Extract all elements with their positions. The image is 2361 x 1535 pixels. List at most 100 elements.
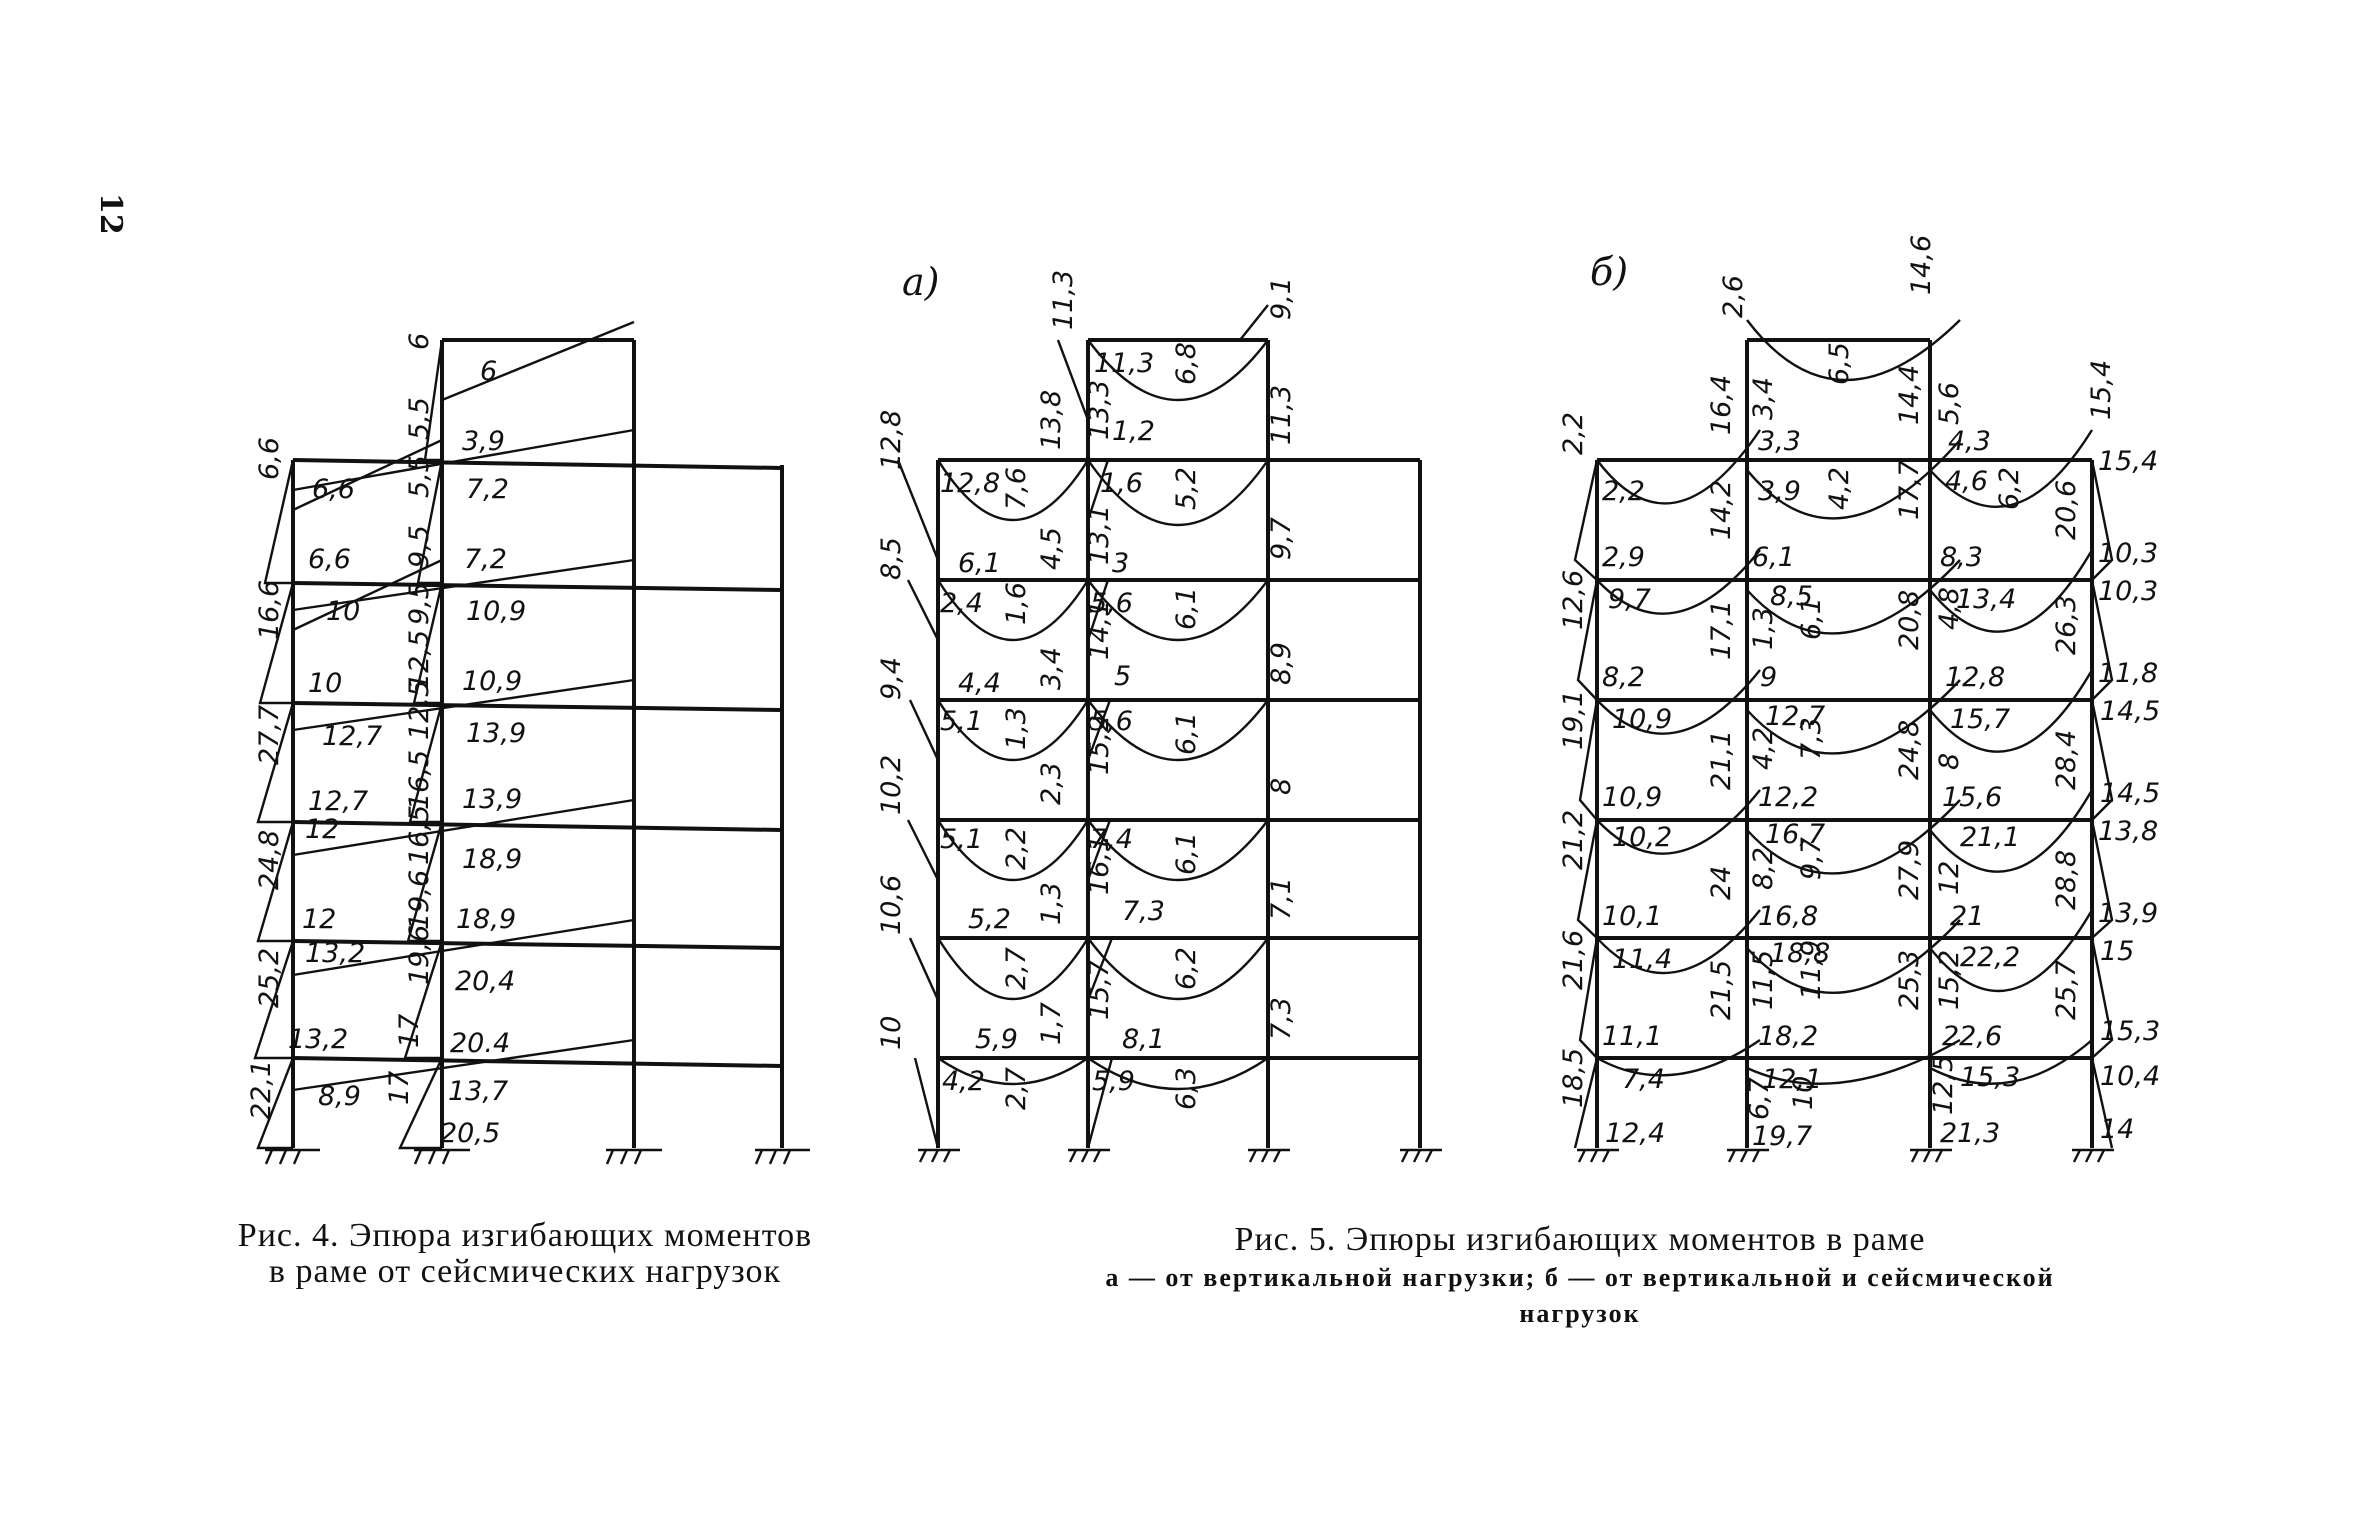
fig5a-label: 7,3 bbox=[1266, 997, 1297, 1040]
fig5b-label: 4,3 bbox=[1948, 426, 1991, 457]
fig5a-labels: 11,3 9,1 11,3 6,8 12,8 13,8 13,3 1,2 11,… bbox=[876, 270, 1297, 1110]
fig5b-label: 9,7 bbox=[1608, 584, 1651, 615]
fig4-label: 7,2 bbox=[466, 474, 509, 505]
panel-a-label: а) bbox=[902, 260, 939, 304]
fig4-label: 20,4 bbox=[455, 966, 515, 997]
fig4-label: 25,2 bbox=[254, 948, 285, 1008]
fig4-label: 9,5 bbox=[404, 525, 435, 568]
fig4-label: 18,9 bbox=[456, 904, 516, 935]
fig5a-label: 10,2 bbox=[876, 755, 907, 815]
fig4-label: 10 bbox=[308, 668, 342, 699]
fig5a-label: 7,4 bbox=[1090, 824, 1133, 855]
fig5b-label: 8 bbox=[1934, 753, 1965, 770]
fig5b-label: 12,1 bbox=[1762, 1064, 1822, 1095]
fig5b-label: 28,4 bbox=[2051, 730, 2082, 790]
fig5b-label: 19,7 bbox=[1752, 1121, 1812, 1152]
fig5b-label: 14 bbox=[2100, 1114, 2134, 1145]
fig5b-label: 2,9 bbox=[1602, 542, 1645, 573]
fig5a-label: 5,6 bbox=[1090, 588, 1133, 619]
fig4-moment-epure bbox=[253, 320, 635, 1150]
fig5b-label: 3,9 bbox=[1758, 476, 1801, 507]
fig4-label: 6,6 bbox=[312, 474, 355, 505]
fig5a-label: 6,1 bbox=[1171, 832, 1202, 875]
fig5b-label: 12,2 bbox=[1758, 782, 1818, 813]
fig4-caption-line1: Рис. 4. Эпюра изгибающих моментов bbox=[237, 1217, 813, 1254]
fig5b-label: 10,3 bbox=[2098, 576, 2158, 607]
fig5b-label: 21,1 bbox=[1960, 822, 2020, 853]
fig5a-label: 1,3 bbox=[1036, 882, 1067, 925]
fig5a-label: 13,1 bbox=[1084, 505, 1115, 565]
fig5b-label: 2,6 bbox=[1718, 275, 1749, 318]
fig5a-label: 10 bbox=[876, 1016, 907, 1050]
fig4-label: 13,2 bbox=[288, 1024, 348, 1055]
fig4-label: 13,9 bbox=[462, 784, 522, 815]
fig5a-label: 7,6 bbox=[1001, 467, 1032, 510]
fig5b-label: 21,3 bbox=[1940, 1118, 2000, 1149]
fig5b-label: 13,4 bbox=[1956, 584, 2016, 615]
fig4-label: 18,9 bbox=[462, 844, 522, 875]
fig5b-label: 15,2 bbox=[1934, 950, 1965, 1010]
fig4-label: 17 bbox=[394, 1014, 425, 1048]
fig5b-label: 6,5 bbox=[1824, 342, 1855, 385]
fig5b-label: 21,2 bbox=[1558, 810, 1589, 870]
fig5a-label: 15,7 bbox=[1084, 960, 1115, 1020]
fig4-label: 10 bbox=[326, 596, 360, 627]
fig5a-label: 5,9 bbox=[975, 1024, 1018, 1055]
fig5b-label: 5,6 bbox=[1934, 382, 1965, 425]
fig5b-label: 12,8 bbox=[1945, 662, 2005, 693]
fig4-supports bbox=[264, 1148, 810, 1165]
fig5a-moment-epure bbox=[896, 304, 1269, 1149]
fig5a-label: 12,8 bbox=[940, 468, 1000, 499]
fig5a-label: 4,5 bbox=[1036, 527, 1067, 570]
fig5a-label: 5,6 bbox=[1090, 706, 1133, 737]
fig5b-frame bbox=[1595, 338, 2094, 1148]
fig5a-label: 12,8 bbox=[876, 410, 907, 470]
fig4-label: 7,2 bbox=[464, 544, 507, 575]
fig5b-label: 15,6 bbox=[1942, 782, 2002, 813]
fig5a-label: 1,7 bbox=[1036, 1002, 1067, 1045]
fig4-label: 12,7 bbox=[308, 786, 368, 817]
fig5a-label: 9,7 bbox=[1266, 517, 1297, 560]
fig5b-label: 14,6 bbox=[1906, 235, 1937, 295]
fig5a-label: 5,9 bbox=[1092, 1066, 1135, 1097]
fig5a-label: 5 bbox=[1114, 661, 1131, 692]
fig4-labels: 6 6 5,5 3,9 6,6 6,6 5,5 7,2 6,6 9,5 7,2 … bbox=[246, 333, 526, 1149]
fig5a-supports bbox=[918, 1148, 1442, 1163]
fig5b-label: 11,4 bbox=[1612, 944, 1672, 975]
fig5-caption: Рис. 5. Эпюры изгибающих моментов в раме… bbox=[1085, 1222, 2075, 1332]
fig5b-label: 9 bbox=[1760, 662, 1777, 693]
fig5a-label: 2,4 bbox=[940, 588, 983, 619]
fig5a-label: 1,6 bbox=[1001, 582, 1032, 625]
fig4-label: 5,5 bbox=[404, 397, 435, 440]
fig5b-label: 6,1 bbox=[1796, 597, 1827, 640]
fig5b-label: 24 bbox=[1706, 866, 1737, 900]
fig5a-label: 11,3 bbox=[1094, 348, 1154, 379]
fig5b-label: 20,8 bbox=[1894, 590, 1925, 650]
fig4-label: 24,8 bbox=[254, 830, 285, 890]
fig5a-label: 2,7 bbox=[1001, 947, 1032, 990]
fig5b-labels: 2,6 14,6 6,5 16,4 3,4 3,3 14,4 5,6 4,3 1… bbox=[1558, 235, 2160, 1152]
fig5b-supports bbox=[1577, 1148, 2114, 1163]
fig5a-label: 8,1 bbox=[1122, 1024, 1165, 1055]
fig5a-label: 8 bbox=[1266, 778, 1297, 795]
fig5a-label: 11,3 bbox=[1266, 385, 1297, 445]
fig5b-label: 11,9 bbox=[1796, 940, 1827, 1000]
fig5b-label: 14,2 bbox=[1706, 480, 1737, 540]
fig4-label: 13,9 bbox=[466, 718, 526, 749]
fig5a-label: 7,1 bbox=[1266, 877, 1297, 920]
fig5b-label: 11,5 bbox=[1748, 950, 1779, 1010]
fig5b-label: 10,1 bbox=[1602, 901, 1662, 932]
fig5b-label: 15,4 bbox=[2098, 446, 2158, 477]
fig5b-label: 22,6 bbox=[1942, 1021, 2002, 1052]
fig4-label: 5,5 bbox=[404, 455, 435, 498]
fig4-label: 22,1 bbox=[246, 1060, 277, 1120]
fig5a-label: 2,2 bbox=[1001, 827, 1032, 870]
fig5a-label: 1,6 bbox=[1100, 468, 1143, 499]
fig5a-label: 9,4 bbox=[876, 657, 907, 700]
fig5b-label: 15,4 bbox=[2086, 360, 2117, 420]
fig5b-label: 12 bbox=[1934, 861, 1965, 895]
fig4-label: 12,7 bbox=[322, 721, 382, 752]
fig5a-label: 8,5 bbox=[876, 537, 907, 580]
